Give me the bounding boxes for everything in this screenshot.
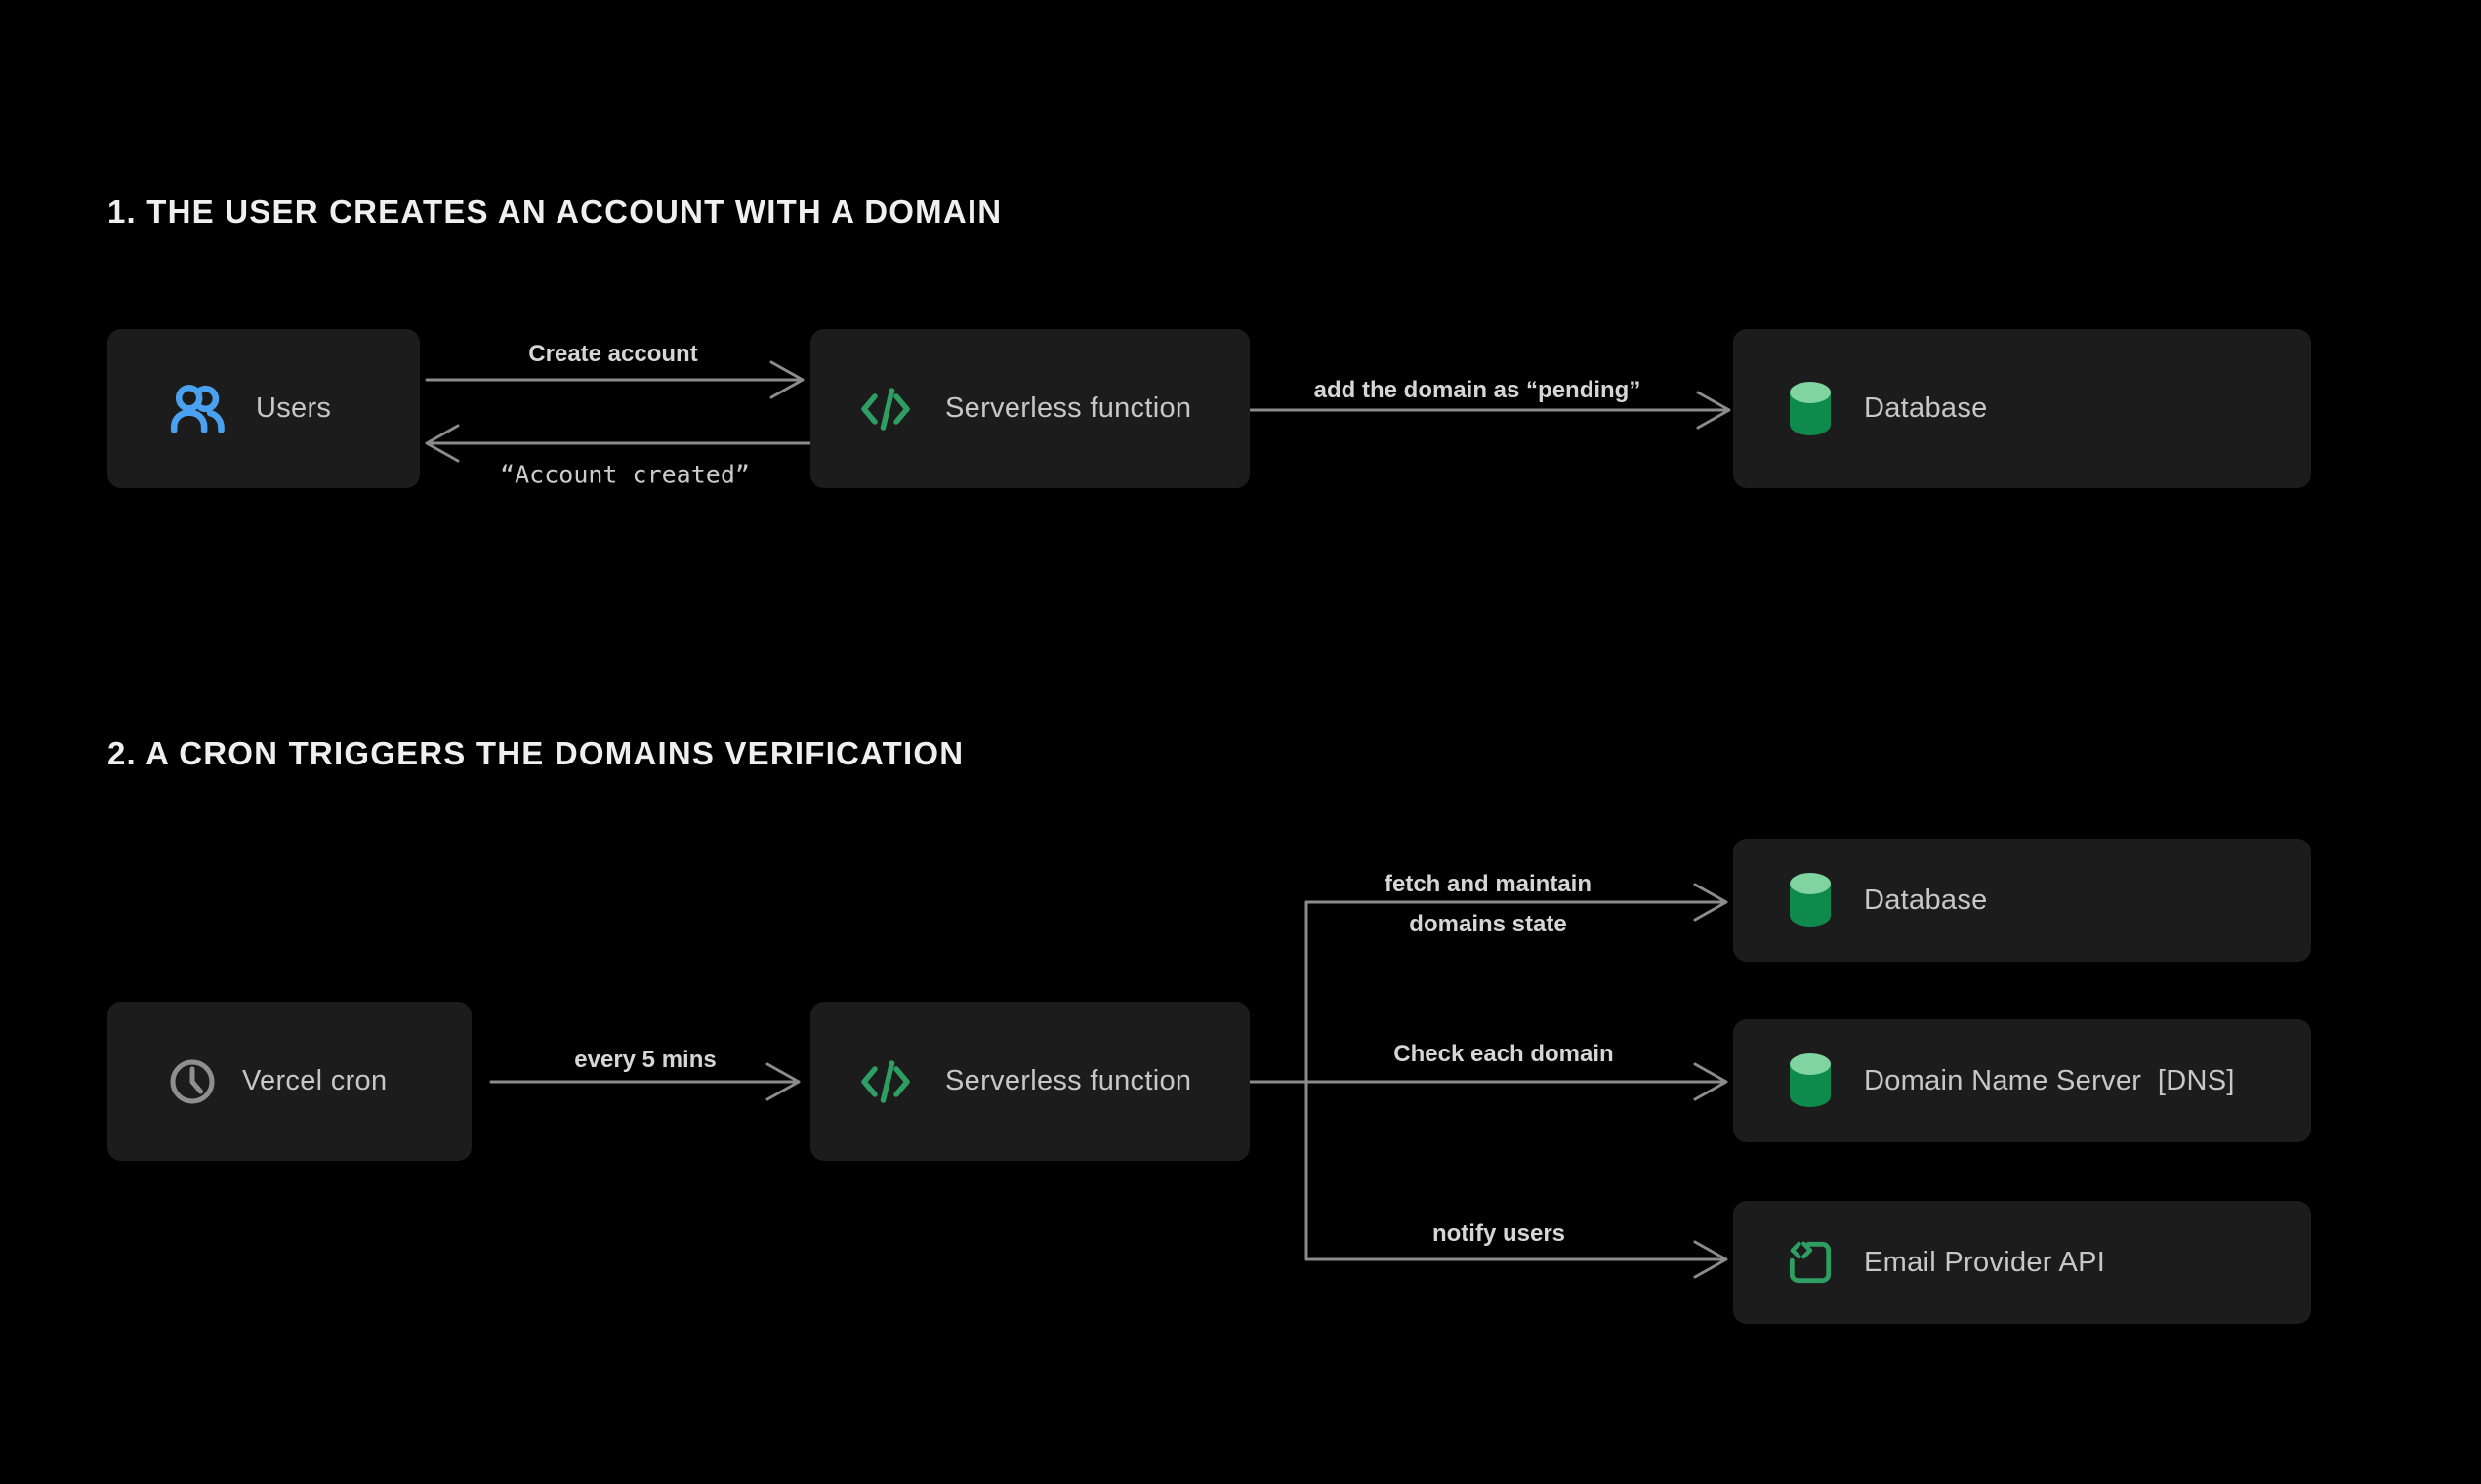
users-icon bbox=[170, 384, 225, 433]
serverless-function-label: Serverless function bbox=[945, 392, 1192, 424]
account-created-arrow-label: “Account created” bbox=[500, 460, 750, 489]
database-node-1: Database bbox=[1733, 329, 2311, 488]
add-domain-arrowhead-icon bbox=[1696, 391, 1731, 430]
database-cylinder-icon bbox=[1790, 873, 1831, 927]
check-domain-arrow-label: Check each domain bbox=[1393, 1041, 1614, 1067]
vercel-cron-label: Vercel cron bbox=[242, 1065, 388, 1096]
database-cylinder-icon bbox=[1790, 1053, 1831, 1107]
code-icon bbox=[861, 1059, 910, 1103]
embed-code-icon bbox=[1789, 1241, 1832, 1284]
section2-heading: 2. A CRON TRIGGERS THE DOMAINS VERIFICAT… bbox=[107, 735, 965, 771]
serverless-function-label: Serverless function bbox=[945, 1065, 1192, 1096]
users-node-label: Users bbox=[256, 392, 332, 424]
code-icon bbox=[861, 387, 910, 431]
email-provider-label: Email Provider API bbox=[1864, 1246, 2106, 1278]
notify-users-arrow-label: notify users bbox=[1431, 1220, 1566, 1247]
database-node-label: Database bbox=[1864, 392, 1988, 424]
email-provider-node: Email Provider API bbox=[1733, 1201, 2311, 1324]
add-domain-arrow-label: add the domain as “pending” bbox=[1313, 377, 1641, 403]
users-node: Users bbox=[107, 329, 420, 488]
fetch-arrowhead-icon bbox=[1693, 883, 1728, 922]
create-account-arrow-label: Create account bbox=[528, 341, 698, 367]
section1-heading: 1. THE USER CREATES AN ACCOUNT WITH A DO… bbox=[107, 193, 1003, 229]
vercel-cron-node: Vercel cron bbox=[107, 1002, 472, 1161]
fetch-arrow-label-line1: fetch and maintain bbox=[1384, 871, 1592, 897]
database-cylinder-icon bbox=[1790, 381, 1831, 435]
create-account-arrowhead-icon bbox=[769, 360, 805, 399]
dns-node-label: Domain Name Server [DNS] bbox=[1864, 1064, 2235, 1096]
serverless-function-node-1: Serverless function bbox=[810, 329, 1250, 488]
check-domain-arrowhead-icon bbox=[1693, 1062, 1728, 1101]
account-created-arrowhead-icon bbox=[425, 424, 460, 463]
clock-icon bbox=[170, 1059, 215, 1103]
every-5-mins-arrow-label: every 5 mins bbox=[574, 1047, 717, 1073]
fetch-arrow-label-line2: domains state bbox=[1409, 911, 1567, 937]
serverless-function-node-2: Serverless function bbox=[810, 1002, 1250, 1161]
database-node-2: Database bbox=[1733, 839, 2311, 962]
notify-arrowhead-icon bbox=[1693, 1240, 1728, 1279]
database-node-label: Database bbox=[1864, 884, 1988, 916]
dns-node: Domain Name Server [DNS] bbox=[1733, 1019, 2311, 1142]
every-5-mins-arrowhead-icon bbox=[765, 1062, 801, 1101]
